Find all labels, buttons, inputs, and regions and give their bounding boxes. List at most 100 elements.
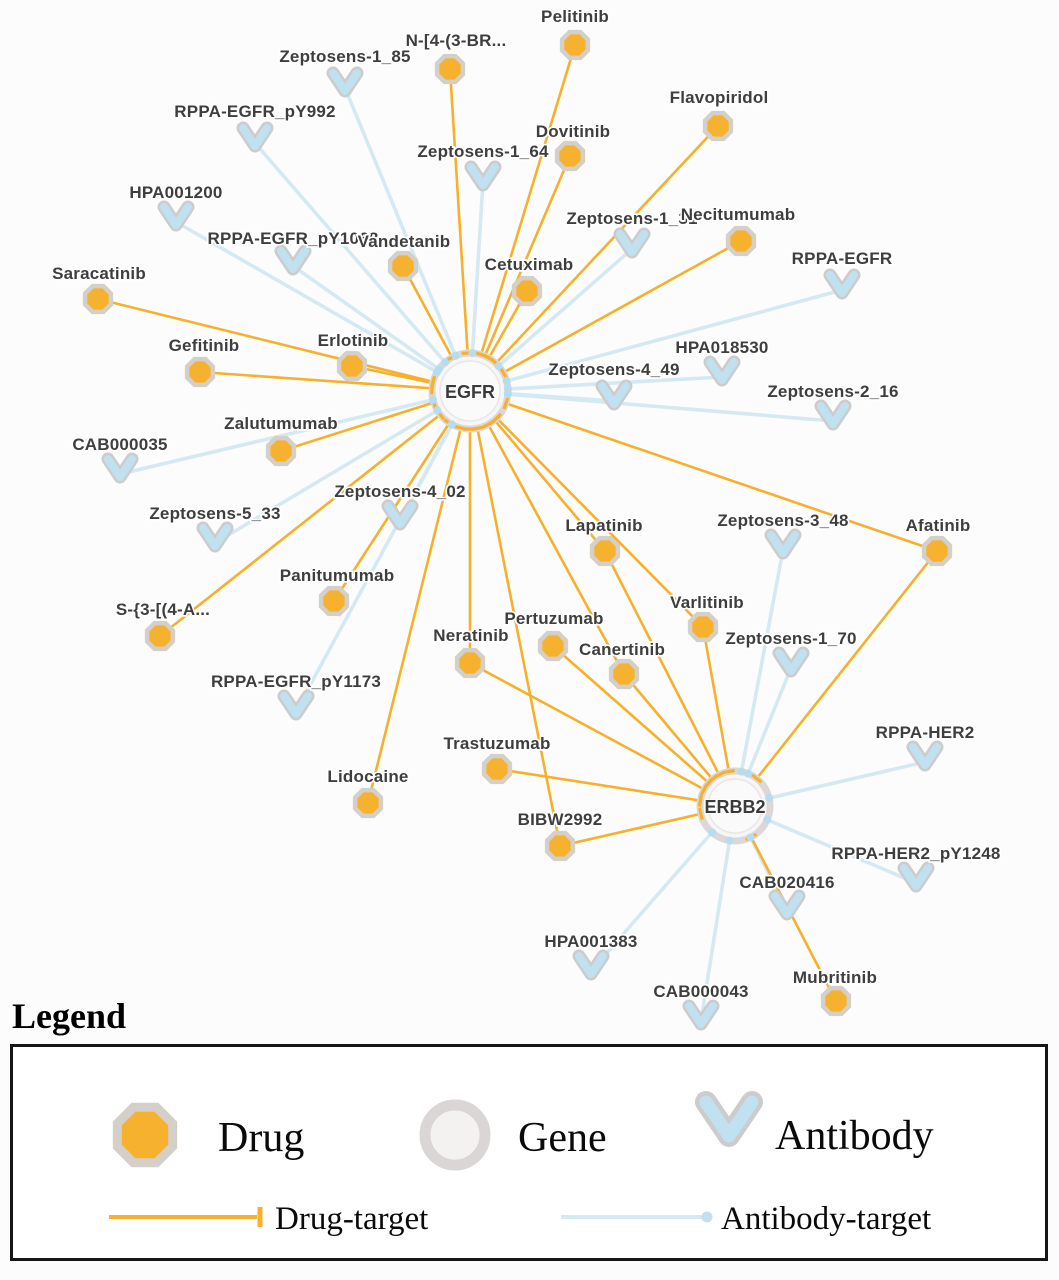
tee-arrowhead [482,420,495,429]
antibody-node-hpa001383[interactable] [572,949,610,981]
antibody-node-zep402[interactable] [381,499,419,531]
antibody-node-rppa1068[interactable] [274,244,312,276]
legend-box: Drug Gene Antibody Drug-target Antibody-… [10,1044,1048,1261]
drug-octagon [544,830,576,862]
drug-octagon [434,53,466,85]
drug-octagon [184,356,216,388]
drug-node-lapatinib[interactable] [589,535,621,567]
node-label-canertinib: Canertinib [579,640,665,659]
node-label-s34a: S-{3-[(4-A... [116,600,210,619]
drug-node-panitumumab[interactable] [318,585,350,617]
antibody-node-rppa1248[interactable] [897,861,935,893]
tee-arrowhead [454,424,468,431]
node-label-hpa018530: HPA018530 [675,338,768,357]
drug-target-edge [552,645,736,807]
antibody-target-edge [469,288,843,393]
node-label-afatinib: Afatinib [906,516,971,535]
drug-node-canertinib[interactable] [608,658,640,690]
drug-target-edge [603,550,737,807]
drug-target-edge [469,390,704,628]
drug-target-edge [448,68,472,392]
antibody-node-cab020416[interactable] [768,889,806,921]
drug-node-erlotinib[interactable] [336,350,368,382]
drug-node-zalutumumab[interactable] [265,435,297,467]
drug-node-mubritinib[interactable] [820,985,852,1017]
drug-node-varlitinib[interactable] [687,611,719,643]
antibody-node-hpa018530[interactable] [703,355,741,387]
edge-dot [503,390,512,399]
antibody-target-edge [175,220,471,393]
node-label-rppa1248: RPPA-HER2_pY1248 [831,844,1000,863]
drug-node-cetuximab[interactable] [511,275,543,307]
antibody-node-cab000035[interactable] [101,452,139,484]
drug-target-edge [496,767,736,808]
edge-dot [707,828,716,837]
drug-node-bibw2992[interactable] [544,830,576,862]
antibody-chevron [685,1002,717,1028]
antibody-node-rppaegfr[interactable] [823,268,861,300]
edge-dot [725,836,734,845]
antibody-chevron [239,124,271,150]
node-label-zep164: Zeptosens-1_64 [417,142,549,161]
antibody-node-rppa1173[interactable] [277,689,315,721]
legend-antibody-target-label: Antibody-target [721,1201,931,1237]
drug-node-neratinib[interactable] [454,647,486,679]
edge-dot [737,767,746,776]
label-layer: PelitinibN-[4-(3-BR...Zeptosens-1_85RPPA… [50,5,1002,1002]
drug-node-pertuzumab[interactable] [537,630,569,662]
drug-node-s34a[interactable] [144,620,176,652]
drug-node-flavopiridol[interactable] [702,110,734,142]
legend-gene-label: Gene [518,1115,607,1161]
drug-node-dovitinib[interactable] [554,140,586,172]
node-label-trastuzumab: Trastuzumab [443,734,550,753]
node-label-flavopiridol: Flavopiridol [670,88,769,107]
drug-node-n4br[interactable] [434,53,466,85]
antibody-chevron [767,531,799,557]
antibody-node-zep348[interactable] [764,528,802,560]
drug-target-edge [469,239,742,393]
antibody-chevron [199,524,231,550]
drug-node-trastuzumab[interactable] [481,753,513,785]
node-label-zep131: Zeptosens-1_31 [566,209,697,228]
node-label-rppa992: RPPA-EGFR_pY992 [174,102,335,121]
node-label-zep216: Zeptosens-2_16 [767,382,898,401]
antibody-node-rppa992[interactable] [236,121,274,153]
edge-dot [434,365,443,374]
drug-node-necitumumab[interactable] [725,225,757,257]
antibody-node-zep449[interactable] [595,379,633,411]
drug-octagon [537,630,569,662]
node-label-panitumumab: Panitumumab [280,566,395,585]
legend-drug-label: Drug [218,1115,304,1161]
antibody-node-hpa001200[interactable] [157,200,195,232]
edge-dot [433,406,442,415]
drug-node-pelitinib[interactable] [559,29,591,61]
antibody-node-zep216[interactable] [814,399,852,431]
node-label-zep449: Zeptosens-4_49 [548,360,679,379]
antibody-chevron-icon [699,1095,759,1143]
antibody-node-zep533[interactable] [196,521,234,553]
legend-drug-target-label: Drug-target [275,1201,428,1237]
antibody-node-zep131[interactable] [613,227,651,259]
drug-node-saracatinib[interactable] [82,283,114,315]
node-label-cab000035: CAB000035 [72,435,167,454]
drug-node-vandetanib[interactable] [387,250,419,282]
legend-antibody-label: Antibody [775,1113,934,1159]
antibody-chevron [706,358,738,384]
drug-target-edge [199,370,471,393]
edge-dot [429,395,438,404]
node-label-n4br: N-[4-(3-BR... [406,31,507,50]
node-label-rppa1173: RPPA-EGFR_pY1173 [211,672,381,691]
drug-node-afatinib[interactable] [921,535,953,567]
drug-node-lidocaine[interactable] [352,787,384,819]
drug-node-gefitinib[interactable] [184,356,216,388]
antibody-chevron [817,402,849,428]
antibody-node-zep170[interactable] [772,646,810,678]
antibody-node-zep185[interactable] [326,66,364,98]
drug-target-edge [468,155,572,392]
node-label-zalutumumab: Zalutumumab [224,414,338,433]
antibody-node-zep164[interactable] [464,160,502,192]
antibody-node-rppaher2[interactable] [906,740,944,772]
node-label-vandetanib: Vandetanib [358,232,451,251]
antibody-node-cab000043[interactable] [682,999,720,1031]
